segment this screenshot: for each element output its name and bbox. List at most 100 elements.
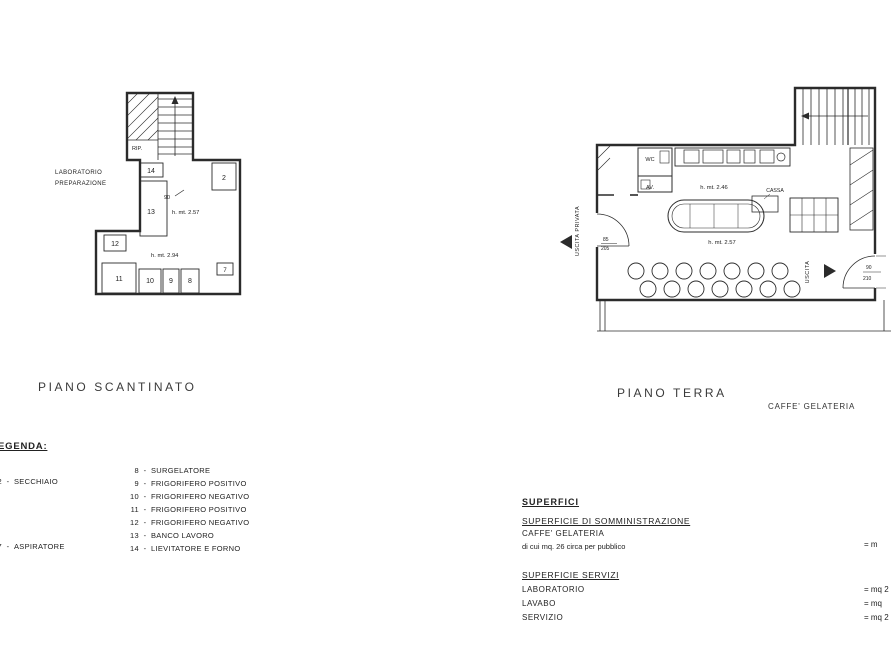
basement-equipment: [101, 162, 237, 294]
shelving-unit: [789, 197, 839, 233]
equip-box-10-frigorifero: [138, 268, 162, 294]
legend-item-number: 13: [130, 531, 139, 540]
basement-door-width-label: 90: [164, 195, 170, 201]
vestibule-wall: [597, 145, 638, 196]
basement-plan-title: PIANO SCANTINATO: [38, 380, 197, 394]
coffee-machine: [776, 152, 786, 162]
legend-item-banco-lavoro: 13 - BANCO LAVORO: [128, 531, 214, 540]
toilet-fixture: [659, 150, 670, 164]
laboratorio-label: LABORATORIO: [55, 170, 102, 176]
legend-item-lievitatore-forno: 14 - LIEVITATORE E FORNO: [128, 544, 240, 553]
rip-label: RIP.: [132, 146, 142, 152]
right-exit-door: [842, 255, 886, 289]
legend-item-frigorifero-negativo-10: 10 - FRIGORIFERO NEGATIVO: [128, 492, 249, 501]
basement-staircase: [126, 92, 193, 160]
door1-height-label: 205: [601, 246, 610, 252]
row-lavabo: LAVABO: [522, 599, 556, 608]
somministrazione-heading: SUPERFICIE DI SOMMINISTRAZIONE: [522, 516, 691, 526]
row-caffe-gelateria: CAFFE' GELATERIA: [522, 529, 605, 538]
left-exit-door: [596, 213, 630, 247]
equip-box-2-secchiaio: [211, 162, 237, 191]
legend-item-frigorifero-positivo-11: 11 - FRIGORIFERO POSITIVO: [128, 505, 247, 514]
equip-box-8-surgelatore: [180, 268, 200, 294]
room-14-label: 14: [147, 168, 155, 175]
edge-value-laboratorio: = mq 2: [864, 585, 889, 594]
legend-item-label: ASPIRATORE: [14, 542, 65, 551]
sink-fixture: [640, 179, 651, 190]
understair-closet: [849, 147, 874, 231]
legend-item-label: FRIGORIFERO NEGATIVO: [151, 518, 250, 527]
legend-item-number: 8: [134, 466, 139, 475]
row-servizio: SERVIZIO: [522, 613, 564, 622]
legend-item-label: LIEVITATORE E FORNO: [151, 544, 241, 553]
legend-item-number: 12: [130, 518, 139, 527]
basement-height-mid-label: h. mt. 2.57: [172, 210, 199, 216]
room-2-label: 2: [222, 175, 226, 182]
legend-item-number: 10: [130, 492, 139, 501]
ground-floor-plan: WC AV. h. mt. 2.46 CASSA h. mt. 2.57 USC…: [560, 86, 891, 332]
edge-value-somministrazione: = m: [864, 540, 878, 549]
room-10-label: 10: [146, 278, 154, 285]
gelato-display-case: [667, 199, 765, 233]
wc-room: [637, 147, 673, 193]
superfici-heading: SUPERFICI: [522, 497, 580, 507]
legend-item-aspiratore: 7 - ASPIRATORE: [0, 542, 65, 551]
equip-box-14-lievitatore-forno: [139, 162, 164, 178]
legend-item-separator: -: [143, 492, 147, 501]
legend-item-label: FRIGORIFERO POSITIVO: [151, 479, 247, 488]
basement-walls: [94, 91, 242, 296]
legend-item-separator: -: [143, 466, 147, 475]
legend-item-label: BANCO LAVORO: [151, 531, 215, 540]
ground-plan-subtitle: CAFFE' GELATERIA: [768, 402, 856, 411]
ground-labels: WC AV. h. mt. 2.46 CASSA h. mt. 2.57 USC…: [575, 157, 872, 283]
public-exit-arrow-icon: [824, 264, 836, 278]
edge-value-lavabo: = mq: [864, 599, 883, 608]
legend-heading: EGENDA:: [0, 441, 48, 452]
left-door-opening: [593, 213, 601, 247]
ground-walls: [560, 86, 891, 332]
legend-item-separator: -: [143, 544, 147, 553]
room-8-label: 8: [188, 278, 192, 285]
legend-item-number: 7: [0, 542, 2, 551]
stair-direction-arrow: [801, 112, 809, 120]
legend-item-surgelatore: 8 - SURGELATORE: [128, 466, 210, 475]
ground-staircase: [801, 88, 870, 145]
room-7-label: 7: [223, 268, 227, 274]
understair-hatch: [126, 92, 159, 141]
legend-item-label: SURGELATORE: [151, 466, 211, 475]
legend-item-frigorifero-negativo-12: 12 - FRIGORIFERO NEGATIVO: [128, 518, 249, 527]
uscita-privata-label: USCITA PRIVATA: [575, 206, 581, 256]
equip-box-9-frigorifero: [162, 268, 180, 294]
right-door-opening: [871, 254, 879, 288]
legend-item-number: 11: [130, 505, 139, 514]
equip-box-12-frigorifero: [103, 234, 127, 252]
equip-box-7-aspiratore: [216, 262, 234, 276]
legend-item-number: 14: [130, 544, 139, 553]
servizi-heading: SUPERFICIE SERVIZI: [522, 570, 620, 580]
ground-plan-title: PIANO TERRA: [617, 386, 727, 400]
legend-item-label: SECCHIAIO: [14, 477, 58, 486]
equip-box-13-banco-lavoro: [139, 180, 168, 237]
basement-outer-wall: [94, 91, 242, 296]
legend-item-number: 9: [134, 479, 139, 488]
wc-label: WC: [645, 157, 654, 163]
equip-box-11-frigorifero: [101, 262, 137, 294]
legend-item-separator: -: [6, 542, 10, 551]
door1-width-label: 85: [603, 237, 609, 243]
basement-labels: RIP. 14 2 13 h. mt. 2.57 90 12 h. mt. 2.…: [55, 146, 227, 285]
row-laboratorio: LABORATORIO: [522, 585, 585, 594]
room-height-label: h. mt. 2.57: [708, 240, 735, 246]
room-13-label: 13: [147, 209, 155, 216]
legend-item-frigorifero-positivo-9: 9 - FRIGORIFERO POSITIVO: [128, 479, 247, 488]
legend-item-secchiaio: 2 - SECCHIAIO: [0, 477, 58, 486]
door2-height-label: 210: [863, 276, 872, 282]
basement-floor-plan: RIP. 14 2 13 h. mt. 2.57 90 12 h. mt. 2.…: [55, 91, 242, 296]
preparazione-label: PREPARAZIONE: [55, 181, 106, 187]
exterior-edge: [597, 300, 891, 332]
door2-width-label: 90: [866, 265, 872, 271]
cassa-desk: [751, 193, 779, 213]
cassa-label: CASSA: [766, 188, 784, 194]
door-swing-mark: [174, 189, 185, 197]
legend-item-separator: -: [143, 518, 147, 527]
